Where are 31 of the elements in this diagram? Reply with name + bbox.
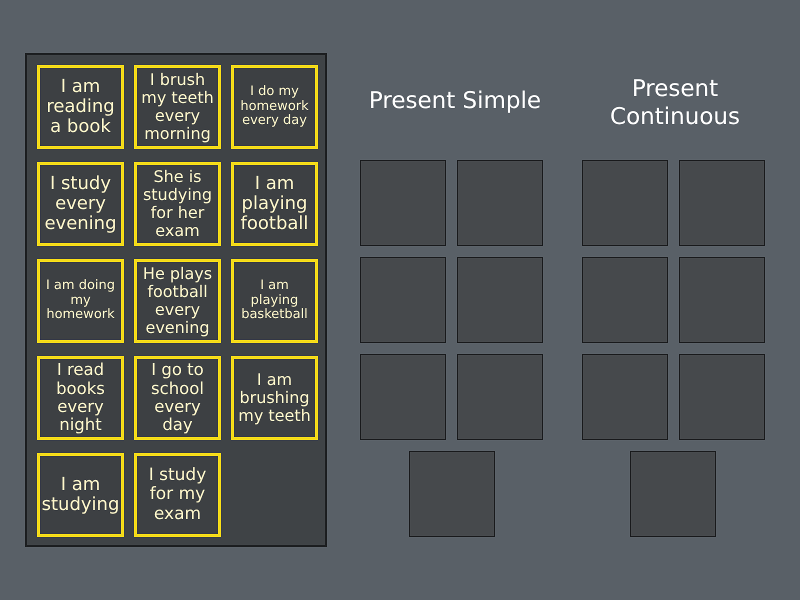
drop-zone — [457, 160, 543, 246]
sentence-card: I am playing basketball — [231, 259, 318, 343]
sentence-card: I do my homework every day — [231, 65, 318, 149]
sentence-card: I am brushing my teeth — [231, 356, 318, 440]
drop-zone — [679, 160, 765, 246]
sentence-card: I am playing football — [231, 162, 318, 246]
sentence-card: I am reading a book — [37, 65, 124, 149]
sentence-card: She is studying for her exam — [134, 162, 221, 246]
drop-zone — [360, 160, 446, 246]
sentence-card: I go to school every day — [134, 356, 221, 440]
sentence-card: I study every evening — [37, 162, 124, 246]
sentence-card: I read books every night — [37, 356, 124, 440]
drop-zone — [457, 257, 543, 343]
sentence-card: I am studying — [37, 453, 124, 537]
drop-zone — [582, 354, 668, 440]
drop-zone — [457, 354, 543, 440]
sentence-card: I am doing my homework — [37, 259, 124, 343]
card-panel — [25, 53, 327, 547]
sentence-card: He plays football every evening — [134, 259, 221, 343]
drop-zone — [360, 354, 446, 440]
drop-zone — [582, 257, 668, 343]
drop-zone — [630, 451, 716, 537]
sentence-card: I study for my exam — [134, 453, 221, 537]
column-heading: Present Continuous — [609, 76, 741, 132]
column-heading: Present Simple — [368, 88, 542, 116]
drop-zone — [679, 257, 765, 343]
drop-zone — [679, 354, 765, 440]
sentence-card: I brush my teeth every morning — [134, 65, 221, 149]
drop-zone — [582, 160, 668, 246]
drop-zone — [409, 451, 495, 537]
drop-zone — [360, 257, 446, 343]
